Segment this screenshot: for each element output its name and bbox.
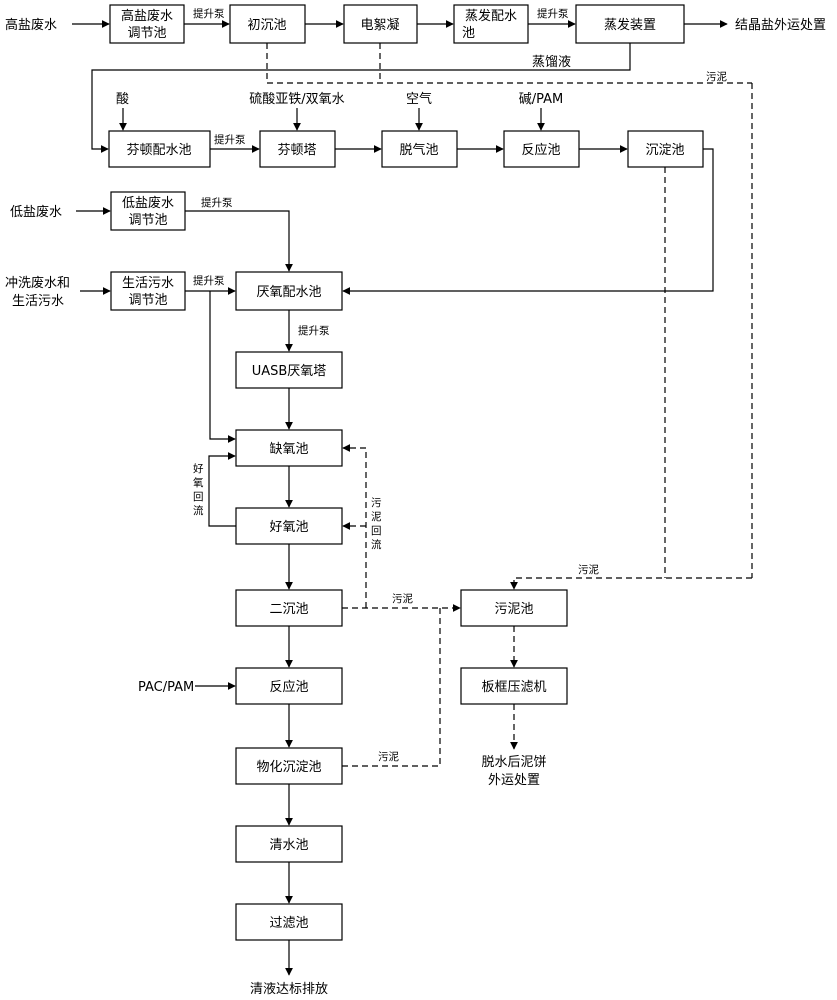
uasb-label: UASB厌氧塔	[252, 364, 327, 379]
high-salt-influent-label: 高盐废水	[5, 17, 57, 33]
discharge-label: 清液达标排放	[250, 982, 328, 997]
wash-influent-line2: 生活污水	[12, 294, 64, 309]
aerobic-reflux-3: 回	[193, 491, 204, 503]
fenton-tower-box	[259, 130, 336, 168]
sludge-reflux-1: 污	[371, 497, 382, 509]
physchem-settling-label: 物化沉淀池	[256, 760, 321, 775]
sludge-reflux-2: 泥	[371, 510, 382, 523]
primary-settling-label: 初沉池	[247, 18, 286, 33]
sludge-tank-label: 污泥池	[494, 602, 533, 617]
clear-tank-box	[235, 825, 343, 863]
filter-tank-box	[235, 903, 343, 941]
low-salt-tank-box	[110, 191, 186, 231]
sludge-reflux-3: 回	[371, 525, 382, 537]
domestic-tank-line2: 调节池	[128, 293, 167, 308]
aerobic-reflux-2: 氧	[193, 476, 204, 489]
electro-flocculation-box	[343, 4, 418, 44]
anoxic-box	[235, 429, 343, 467]
sludge-tank-box	[460, 589, 568, 627]
evaporator-box	[575, 4, 685, 44]
fenton-tank-box	[108, 130, 211, 168]
sludge-label-bottom: 污泥	[378, 750, 399, 763]
secondary-settling-box	[235, 589, 343, 627]
wash-influent-line1: 冲洗废水和	[5, 275, 70, 291]
lift-pump-label-1: 提升泵	[193, 8, 225, 20]
sedimentation-tank-box	[627, 130, 704, 168]
lift-pump-label-5: 提升泵	[193, 275, 225, 287]
alkali-pam-label: 碱/PAM	[519, 92, 564, 107]
sedimentation-tank-label: 沉淀池	[645, 143, 684, 158]
air-label: 空气	[406, 91, 432, 107]
low-salt-tank-line2: 调节池	[128, 213, 167, 228]
anaerobic-tank-box	[235, 271, 343, 311]
crystal-salt-label: 结晶盐外运处置	[735, 18, 826, 33]
reaction-tank-box	[235, 667, 343, 705]
primary-settling-box	[229, 4, 306, 44]
cake-line1: 脱水后泥饼	[481, 755, 546, 770]
aerobic-reflux-line	[208, 452, 236, 527]
secondary-settling-label: 二沉池	[269, 602, 308, 617]
distillate-line	[91, 43, 631, 153]
evap-tank-line1: 蒸发配水	[465, 8, 517, 24]
reaction-tank-top-box	[503, 130, 580, 168]
aerobic-box	[235, 507, 343, 545]
fenton-tower-label: 芬顿塔	[277, 143, 316, 158]
high-salt-tank-line2: 调节池	[127, 26, 166, 41]
sludge-reflux-4: 流	[371, 538, 382, 551]
filter-press-label: 板框压滤机	[481, 680, 546, 695]
lift-pump-label-4: 提升泵	[201, 197, 233, 209]
anaerobic-tank-label: 厌氧配水池	[256, 285, 321, 300]
distillate-label: 蒸馏液	[532, 55, 571, 70]
sludge-label-top: 污泥	[706, 70, 727, 83]
anoxic-label: 缺氧池	[269, 442, 308, 457]
lift-pump-label-3: 提升泵	[214, 134, 246, 146]
degassing-tank-label: 脱气池	[399, 142, 438, 158]
evap-tank-box	[453, 4, 529, 44]
evaporator-label: 蒸发装置	[604, 17, 656, 33]
acid-label: 酸	[116, 92, 129, 107]
low-salt-influent-label: 低盐废水	[10, 204, 62, 220]
aerobic-label: 好氧池	[269, 520, 308, 535]
lift-pump-label-2: 提升泵	[537, 8, 569, 20]
clear-tank-label: 清水池	[269, 838, 308, 853]
cake-line2: 外运处置	[488, 773, 540, 788]
sludge-return-line	[342, 444, 367, 608]
filter-tank-label: 过滤池	[269, 916, 308, 931]
ferrous-h2o2-label: 硫酸亚铁/双氧水	[249, 92, 344, 107]
pac-pam-label: PAC/PAM	[138, 680, 194, 695]
domestic-tank-line1: 生活污水	[122, 276, 174, 291]
reaction-tank-top-label: 反应池	[521, 142, 560, 158]
aerobic-reflux-4: 流	[193, 504, 204, 517]
aerobic-reflux-1: 好	[193, 463, 204, 475]
low-salt-tank-line1: 低盐废水	[122, 195, 174, 211]
reaction-tank-label: 反应池	[269, 679, 308, 695]
electro-flocculation-label: 电絮凝	[360, 17, 399, 33]
domestic-tank-box	[110, 271, 186, 311]
sludge-label-right: 污泥	[578, 563, 599, 576]
sludge-label-mid: 污泥	[392, 592, 413, 605]
lift-pump-label-6: 提升泵	[298, 325, 330, 337]
high-salt-tank-line1: 高盐废水	[121, 8, 173, 24]
fenton-tank-label: 芬顿配水池	[126, 143, 191, 158]
degassing-tank-box	[381, 130, 458, 168]
uasb-box	[235, 351, 343, 389]
evap-tank-line2: 池	[462, 26, 475, 41]
